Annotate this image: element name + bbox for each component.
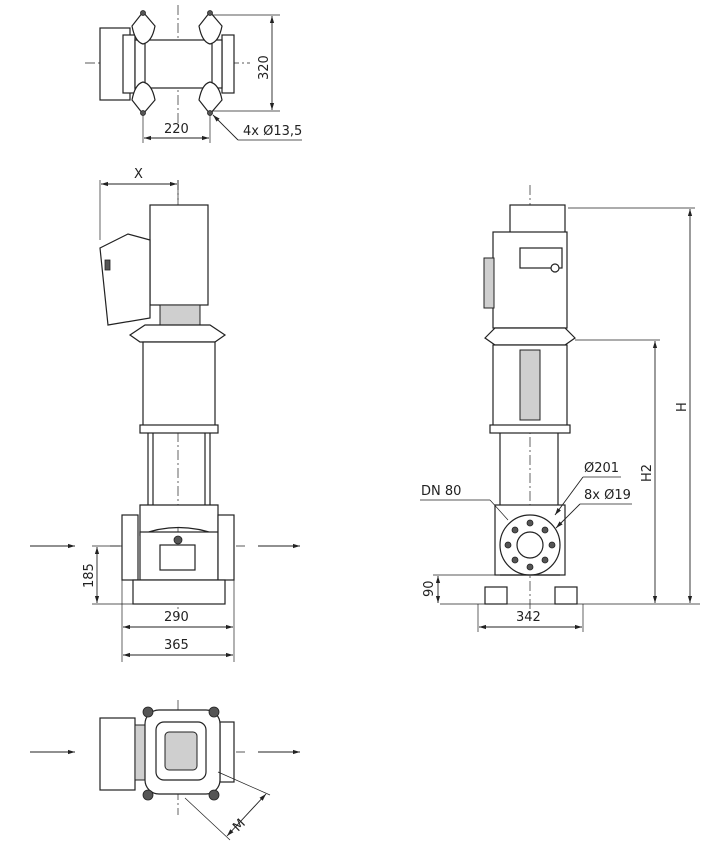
dim-h: H [675, 402, 690, 412]
dim-342: 342 [516, 610, 541, 625]
control-box [99, 233, 151, 326]
dim-290: 290 [164, 610, 189, 625]
dim-320: 320 [257, 55, 272, 80]
base-plate [132, 579, 226, 605]
dim-m: M [230, 816, 249, 835]
terminal-box [492, 231, 568, 329]
side-view: H H2 90 342 DN 80 Ø201 8x Ø19 [420, 185, 700, 632]
motor [149, 204, 209, 306]
top-view: 320 220 4x Ø13,5 [85, 5, 302, 143]
pump-housing [139, 504, 219, 536]
lantern [142, 341, 216, 431]
bolt-circle-label: Ø201 [584, 461, 619, 476]
flange-dn-label: DN 80 [421, 484, 461, 499]
dim-185: 185 [82, 563, 97, 588]
dim-h2: H2 [640, 464, 655, 482]
bottom-view: M [30, 700, 300, 841]
foot-holes-label: 4x Ø13,5 [243, 124, 302, 139]
dim-220: 220 [164, 122, 189, 137]
flange-holes-label: 8x Ø19 [584, 488, 631, 503]
flange-bolt-holes [504, 519, 556, 571]
front-view: X 185 290 365 [30, 167, 300, 662]
motor [509, 204, 566, 236]
dim-x: X [134, 167, 143, 182]
dim-90: 90 [422, 580, 437, 597]
pump-body [144, 39, 213, 89]
dim-365: 365 [164, 638, 189, 653]
control-box [99, 717, 136, 791]
